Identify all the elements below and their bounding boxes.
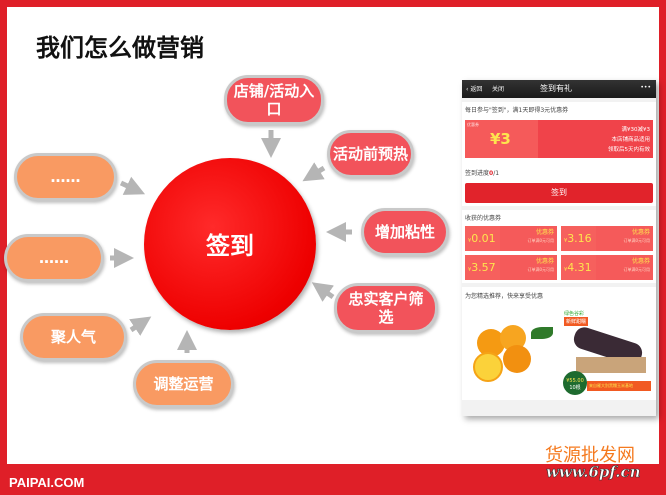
slide-title: 我们怎么做营销 xyxy=(36,34,204,62)
coupon-condition: 订单满0元可用 xyxy=(623,238,650,243)
bubble-adjust: 调整运营 xyxy=(133,360,234,408)
arrow xyxy=(119,176,146,195)
product-oranges[interactable] xyxy=(465,307,557,397)
coupon-item[interactable]: ¥4.31 优惠券订单满0元可用 xyxy=(561,255,653,280)
arrow xyxy=(129,316,152,336)
watermark: 货源批发网 xyxy=(545,445,635,466)
recommend-title: 为您精选推荐，快来享受优惠 xyxy=(465,293,544,300)
coupon-item[interactable]: ¥3.16 优惠券订单满0元可用 xyxy=(561,226,653,251)
bubble-preheat: 活动前预热 xyxy=(327,130,414,178)
progress: 签到进度0/1 xyxy=(465,170,500,177)
phone-title: 签到有礼 xyxy=(540,84,572,93)
received-title: 收获的优惠券 xyxy=(465,215,502,222)
signin-circle: 签到 xyxy=(144,158,316,330)
bubble-popularity: 聚人气 xyxy=(20,313,127,361)
coupon-condition: 订单满0元可用 xyxy=(527,267,554,272)
menu-icon[interactable]: ••• xyxy=(640,84,651,91)
bubble-more-2: …… xyxy=(4,234,104,282)
paipai-logo: PAIPAI.COM xyxy=(9,475,85,490)
circle-label: 签到 xyxy=(206,232,254,260)
back-button[interactable]: ‹ 返回 xyxy=(466,86,483,93)
coupon-condition: 订单满0元可用 xyxy=(623,267,650,272)
signin-button[interactable]: 签到 xyxy=(465,183,653,203)
coupon-label: 优惠券 xyxy=(535,229,554,236)
arrow xyxy=(302,162,326,182)
close-button[interactable]: 关闭 xyxy=(492,86,505,93)
coupon-condition: 订单满0元可用 xyxy=(527,238,554,243)
bubble-entry: 店铺/活动入口 xyxy=(224,75,324,125)
coupon-label: 优惠券 xyxy=(631,229,650,236)
coupon-value: ¥0.01 xyxy=(465,226,500,251)
coupon-value: ¥3.16 xyxy=(561,226,596,251)
phone-screenshot: ‹ 返回 关闭 签到有礼 ••• 每日参与"签到"，满1天即得3元优惠券 优惠券… xyxy=(462,80,656,416)
coupon-item[interactable]: ¥0.01 优惠券订单满0元可用 xyxy=(465,226,557,251)
coupon-item[interactable]: ¥3.57 优惠券订单满0元可用 xyxy=(465,255,557,280)
bubble-more-1: …… xyxy=(14,153,117,201)
watermark-url: www.6pf.cn xyxy=(546,463,641,482)
bubble-loyal: 忠实客户筛选 xyxy=(334,283,438,333)
arrow xyxy=(311,282,335,302)
coupon-value: ¥4.31 xyxy=(561,255,596,280)
bubble-sticky: 增加粘性 xyxy=(361,208,449,256)
coupon-value: ¥3.57 xyxy=(465,255,500,280)
phone-header: ‹ 返回 关闭 签到有礼 ••• xyxy=(462,80,656,98)
coupon-label: 优惠券 xyxy=(535,258,554,265)
intro-text: 每日参与"签到"，满1天即得3元优惠券 xyxy=(465,107,569,114)
coupon-label: 优惠券 xyxy=(631,258,650,265)
